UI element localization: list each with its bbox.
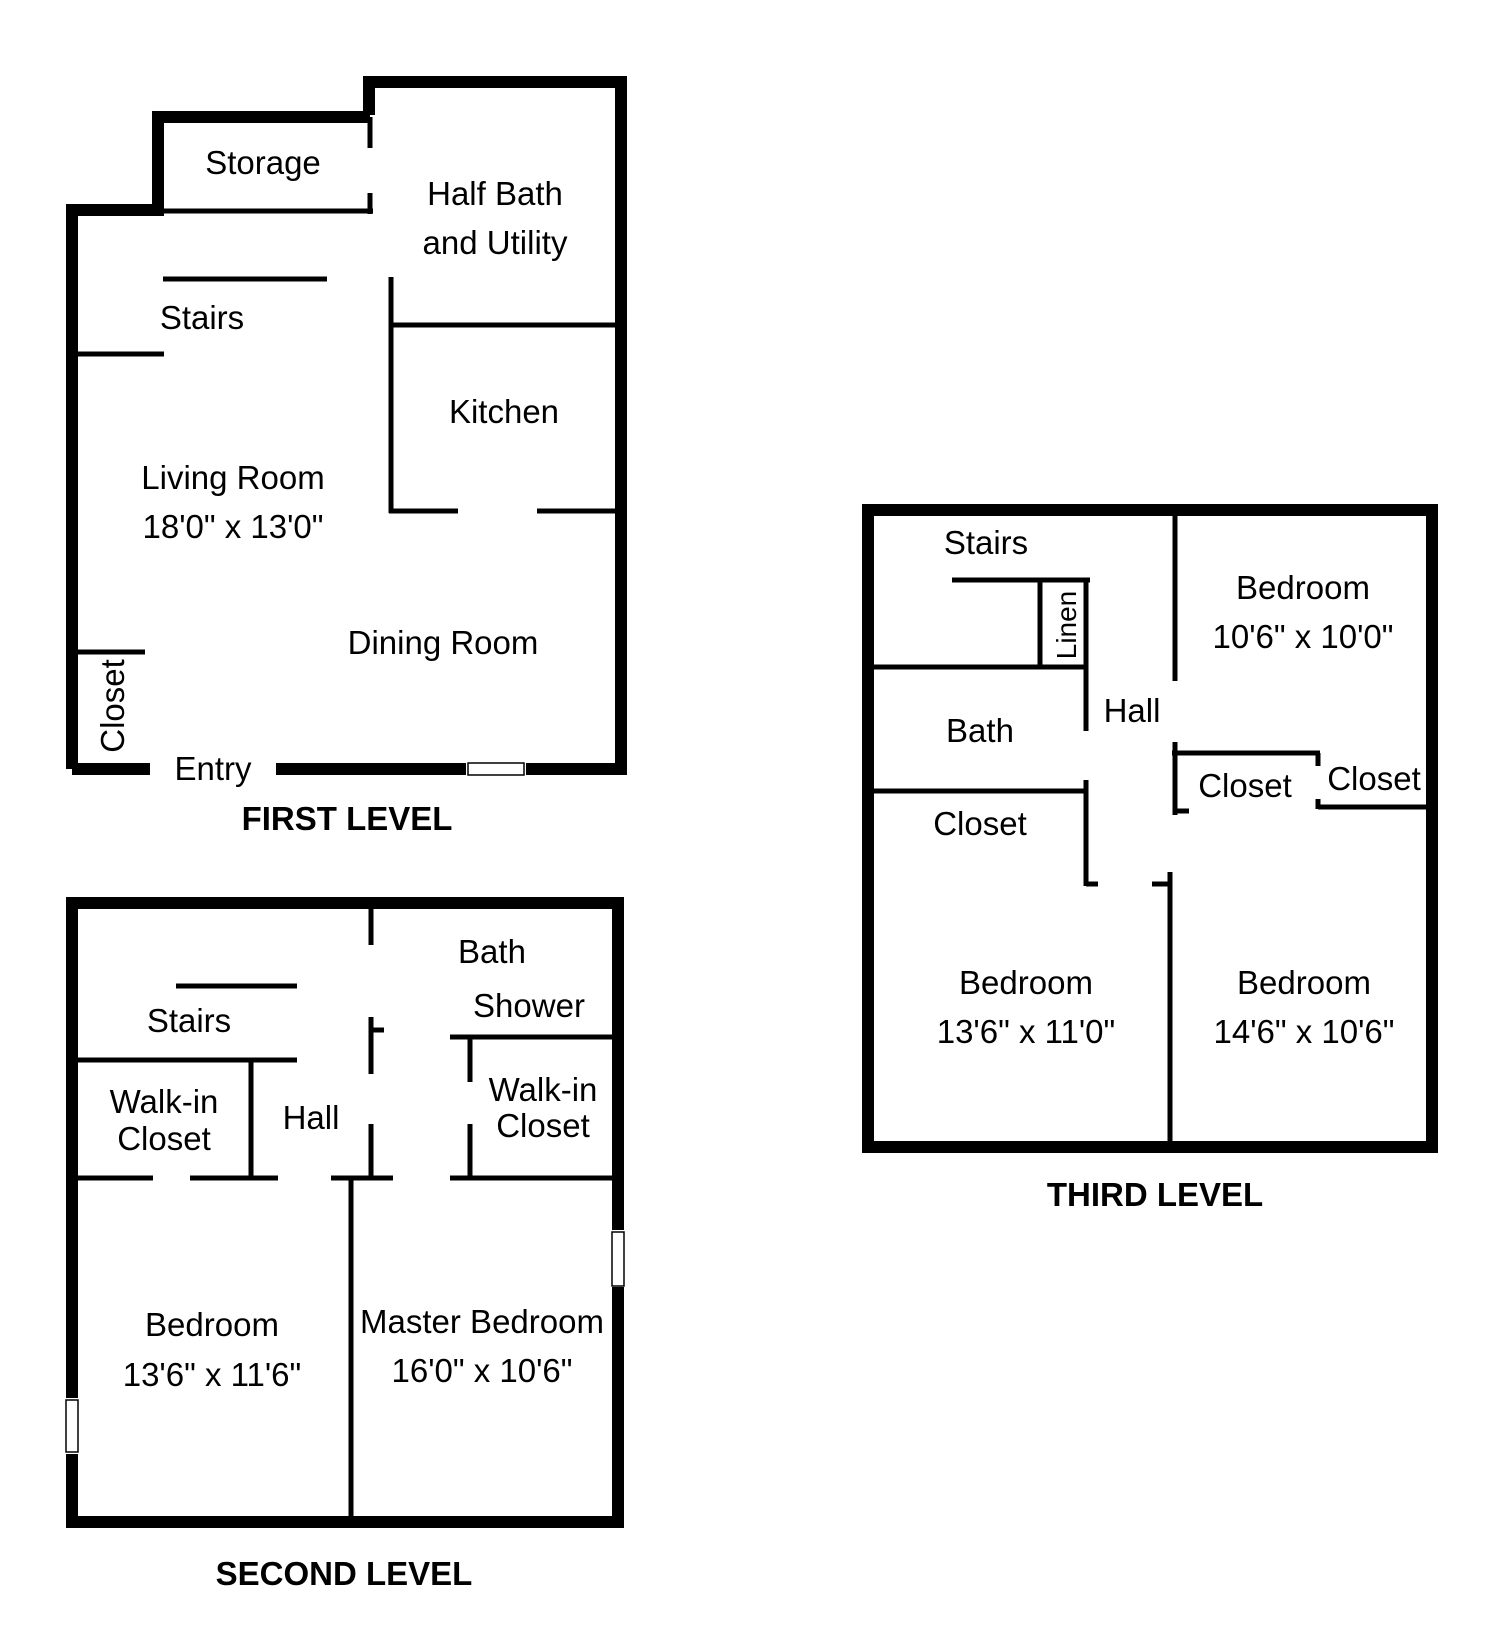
entry-label: Entry [174,750,252,787]
master-bedroom-dimensions: 16'0" x 10'6" [392,1352,573,1389]
third-level-plan: Stairs Linen Bedroom 10'6" x 10'0" Hall … [862,504,1438,1213]
third-level-walls [862,504,1438,1153]
third-hall-label: Hall [1104,692,1161,729]
second-level-plan: Bath Shower Stairs Walk-in Closet Hall W… [65,897,625,1592]
master-bedroom-label: Master Bedroom [360,1303,604,1340]
second-stairs-label: Stairs [147,1002,231,1039]
half-bath-label-line2: and Utility [423,224,568,261]
second-level-title: SECOND LEVEL [216,1555,473,1592]
second-level-window-left [65,1399,79,1453]
second-bedroom-label: Bedroom [145,1306,279,1343]
third-stairs-label: Stairs [944,524,1028,561]
first-closet-label: Closet [94,659,131,753]
closet-b-label: Closet [1327,760,1421,797]
bedroom-b-label: Bedroom [959,964,1093,1001]
first-level-plan: Storage Half Bath and Utility Stairs Kit… [66,76,627,837]
walkin-left-label-line2: Closet [117,1120,211,1157]
first-level-window [467,762,525,776]
first-level-walls [66,76,627,775]
dining-room-label: Dining Room [348,624,539,661]
second-bedroom-dimensions: 13'6" x 11'6" [123,1356,302,1393]
living-room-dimensions: 18'0" x 13'0" [143,508,324,545]
shower-label: Shower [473,987,585,1024]
bedroom-c-label: Bedroom [1237,964,1371,1001]
second-hall-label: Hall [283,1099,340,1136]
bedroom-a-label: Bedroom [1236,569,1370,606]
bedroom-b-dimensions: 13'6" x 11'0" [937,1013,1116,1050]
closet-c-label: Closet [933,805,1027,842]
storage-label: Storage [205,144,321,181]
half-bath-label-line1: Half Bath [427,175,563,212]
walkin-right-label-line1: Walk-in [489,1071,598,1108]
third-level-title: THIRD LEVEL [1047,1176,1263,1213]
kitchen-label: Kitchen [449,393,559,430]
second-level-window-right [611,1231,625,1287]
bedroom-c-dimensions: 14'6" x 10'6" [1214,1013,1395,1050]
linen-label: Linen [1051,591,1082,660]
bedroom-a-dimensions: 10'6" x 10'0" [1213,618,1394,655]
walkin-left-label-line1: Walk-in [110,1083,219,1120]
second-bath-label: Bath [458,933,526,970]
closet-a-label: Closet [1198,767,1292,804]
first-level-title: FIRST LEVEL [242,800,453,837]
third-bath-label: Bath [946,712,1014,749]
first-stairs-label: Stairs [160,299,244,336]
living-room-label: Living Room [141,459,324,496]
walkin-right-label-line2: Closet [496,1107,590,1144]
second-level-walls [66,897,624,1528]
